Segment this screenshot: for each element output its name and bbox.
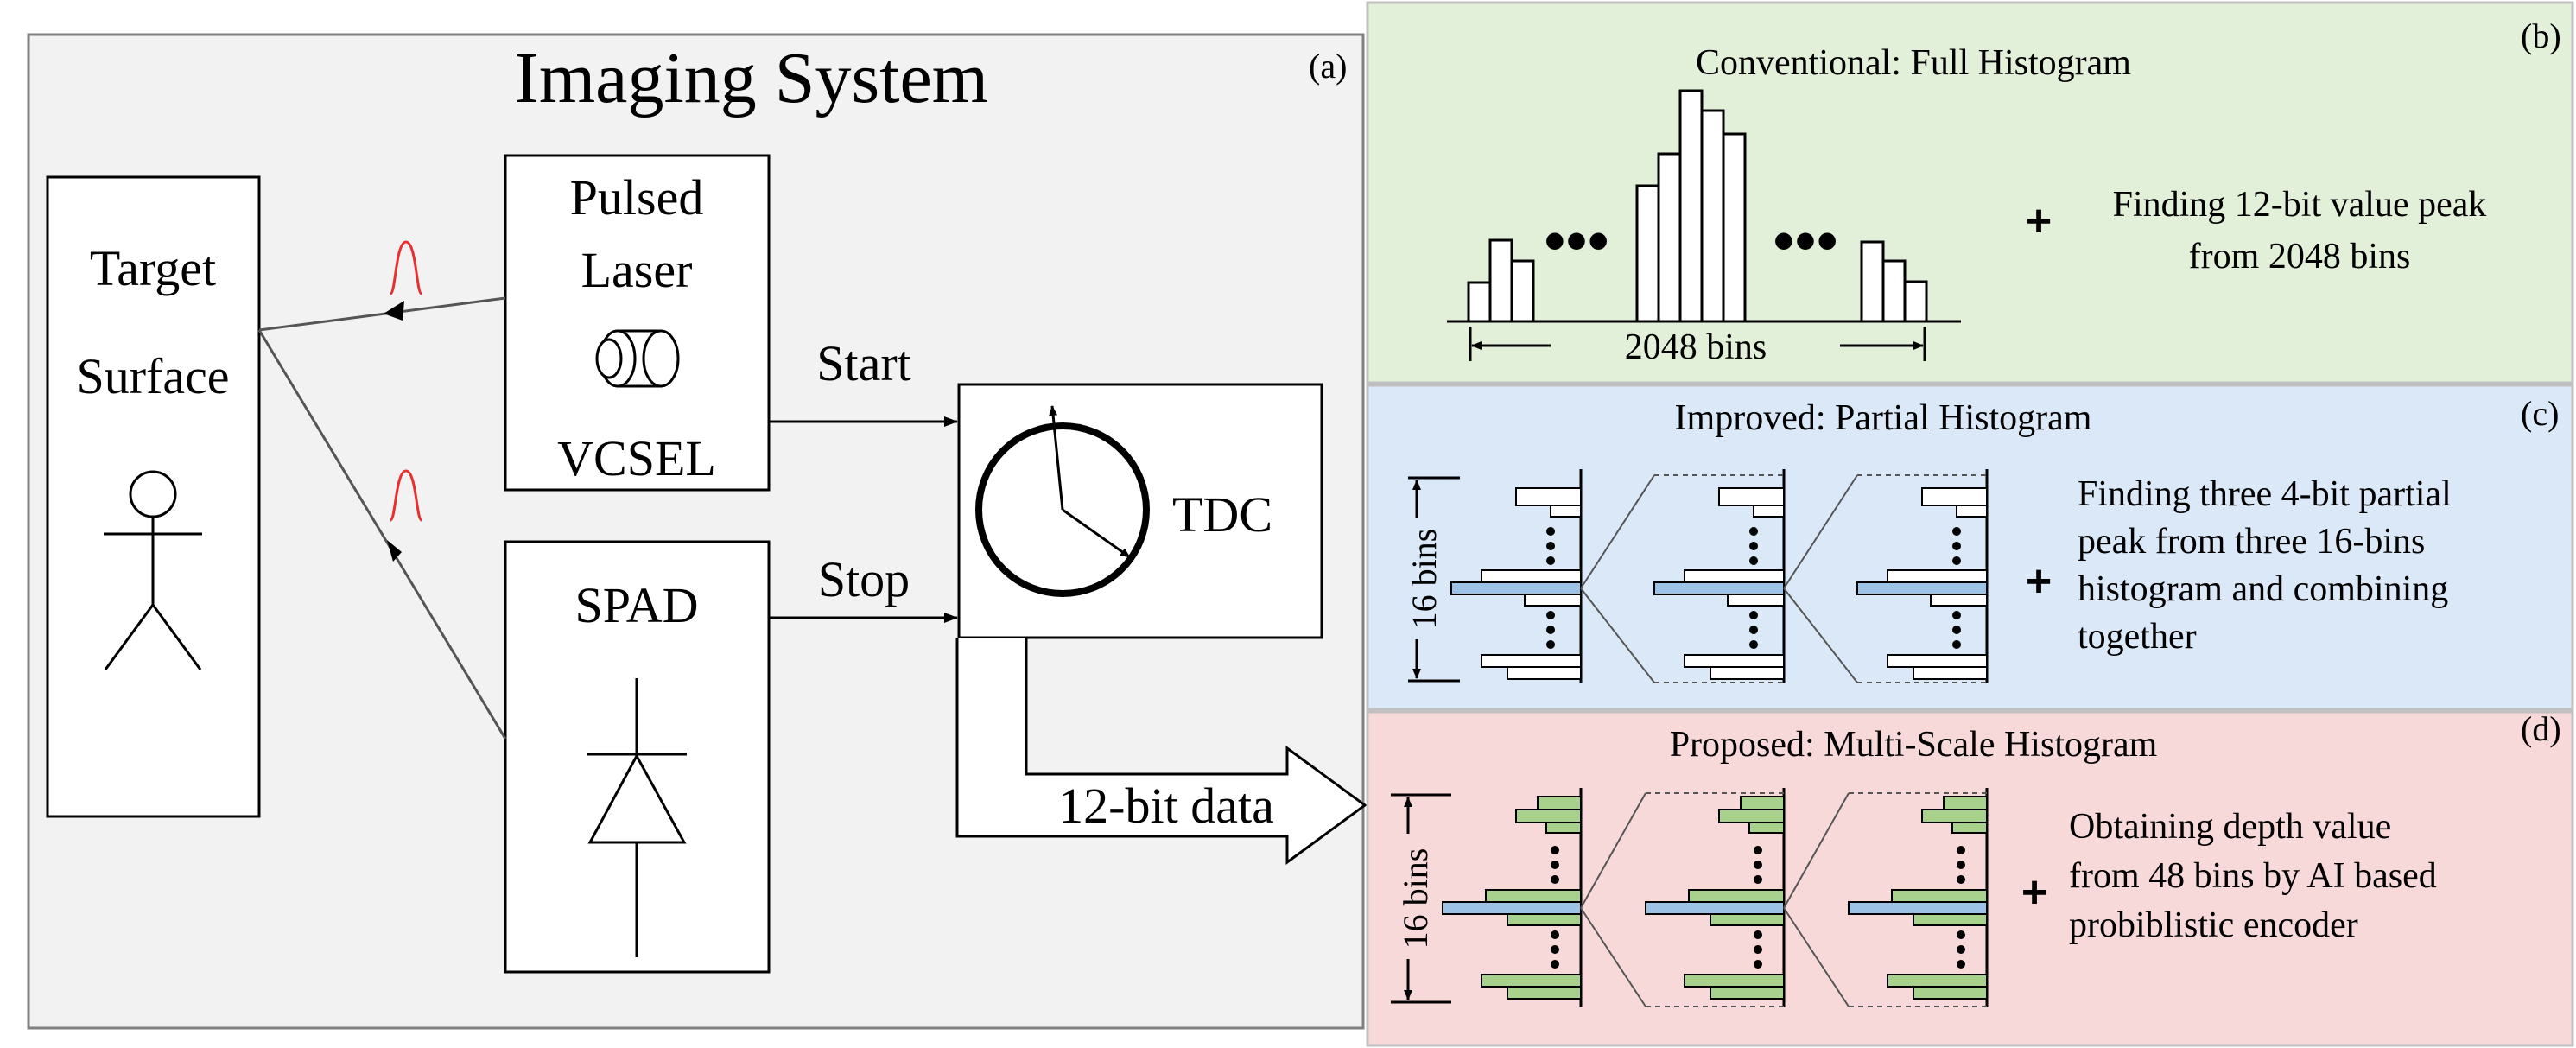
partial-histogram-2 [1653, 469, 1786, 683]
spad-label: SPAD [575, 577, 699, 633]
panel-d-axis-label: 16 bins [1396, 848, 1435, 950]
partial-histogram-1 [1450, 469, 1583, 683]
panel-b-plus: + [2026, 196, 2052, 246]
panel-c-plus: + [2026, 556, 2052, 607]
panel-a: (a) Imaging System Target Surface Pulsed… [27, 33, 1367, 1030]
partial-histogram-3 [1856, 469, 1989, 683]
panel-d-zoom-lines [1580, 792, 1987, 1007]
panel-c-desc-line1: Finding three 4-bit partial [2078, 474, 2452, 514]
panel-c-label: (c) [2521, 394, 2559, 433]
panel-c-desc-line3: histogram and combining [2078, 569, 2448, 609]
multi-scale-histogram-3 [1848, 788, 1989, 1007]
emitted-beam-line [258, 296, 506, 332]
target-label-line2: Surface [76, 348, 229, 404]
panel-d: (d) Proposed: Multi-Scale Histogram 16 b… [1366, 709, 2574, 1047]
panel-c: (c) Improved: Partial Histogram 16 bins [1366, 384, 2574, 711]
panel-d-plus: + [2021, 867, 2047, 918]
panel-b: (b) Conventional: Full Histogram ••• •••… [1366, 1, 2574, 384]
target-label-line1: Target [90, 240, 216, 296]
panel-c-title: Improved: Partial Histogram [1675, 398, 2092, 438]
bins-span-label: 2048 bins [1625, 327, 1767, 367]
panel-a-title: Imaging System [515, 38, 988, 118]
panel-b-desc-line1: Finding 12-bit value peak [2113, 185, 2487, 225]
tdc-label: TDC [1172, 486, 1272, 543]
multi-scale-histogram-1 [1442, 788, 1583, 1007]
right-ellipsis: ••• [1773, 206, 1838, 276]
reflected-beam-line [257, 329, 507, 740]
panel-d-desc-line2: from 48 bins by AI based [2069, 856, 2437, 896]
vcsel-icon [595, 329, 680, 388]
laser-label-line2: Laser [581, 242, 693, 298]
full-histogram-bars [1467, 89, 1928, 323]
clock-icon [975, 405, 1150, 597]
panel-d-title: Proposed: Multi-Scale Histogram [1670, 725, 2158, 765]
panel-d-axis [1391, 793, 1451, 1004]
panel-b-desc-line2: from 2048 bins [2189, 237, 2411, 276]
data-output-label: 12-bit data [1058, 778, 1274, 834]
laser-label-line1: Pulsed [570, 169, 704, 225]
panel-d-desc-line1: Obtaining depth value [2069, 807, 2391, 847]
panel-b-title: Conventional: Full Histogram [1696, 43, 2131, 83]
left-ellipsis: ••• [1544, 206, 1609, 276]
panel-c-desc-line2: peak from three 16-bins [2078, 522, 2425, 562]
pulsed-laser-box [504, 154, 771, 492]
panel-c-desc-line4: together [2078, 617, 2197, 657]
panel-d-desc-line3: probiblistic encoder [2069, 905, 2358, 945]
panel-a-label: (a) [1309, 47, 1347, 86]
start-label: Start [816, 335, 911, 391]
panel-b-background [1366, 1, 2574, 384]
emitted-beam-arrowhead [384, 301, 404, 321]
panel-c-axis [1408, 476, 1460, 683]
stop-label: Stop [818, 551, 910, 607]
reflected-beam-arrowhead [387, 540, 402, 562]
target-surface-box [46, 175, 261, 818]
emitted-pulse-icon [389, 240, 423, 295]
multi-scale-histogram-2 [1645, 788, 1786, 1007]
diode-icon [587, 678, 687, 957]
panel-b-label: (b) [2521, 16, 2561, 55]
panel-c-axis-label: 16 bins [1405, 529, 1443, 630]
vcsel-label: VCSEL [557, 430, 716, 486]
reflected-pulse-icon [389, 469, 423, 522]
data-output-arrow [955, 638, 1367, 865]
panel-c-zoom-lines [1580, 474, 1987, 683]
stick-figure-icon [104, 470, 202, 670]
panel-d-label: (d) [2521, 709, 2561, 748]
